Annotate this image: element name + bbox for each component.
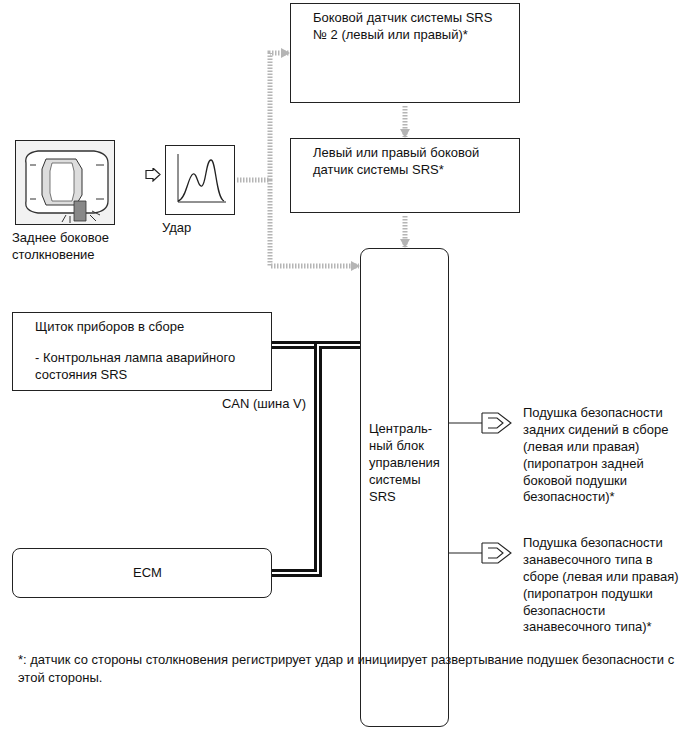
signal-arrow (237, 53, 289, 180)
illustration-ground (16, 141, 114, 224)
squib-connector-symbol (480, 409, 514, 437)
airbag-squib: Подушка безопасности занавесочного типа … (480, 535, 685, 636)
graph-axes (178, 154, 226, 202)
connector (405, 106, 406, 137)
wire (449, 552, 482, 553)
can-bus-line (272, 345, 360, 573)
connector (449, 423, 482, 424)
graph-curve (178, 160, 224, 201)
impact-object (74, 201, 86, 221)
signal-arrow (403, 216, 408, 247)
car-body (26, 151, 108, 213)
process-box: Боковой датчик системы SRS № 2 (левый ил… (290, 3, 520, 103)
collision-illustration: Заднее боковое столкновение (15, 140, 115, 225)
car-illustration (16, 141, 114, 224)
node-text: Подушка безопасности задних сидений в сб… (523, 405, 685, 506)
process-box: Щиток приборов в сборе - Контрольная ламп… (12, 312, 272, 391)
connector (449, 553, 482, 554)
signal-arrow (403, 106, 408, 137)
airbag-squib: Подушка безопасности задних сидений в сб… (480, 405, 685, 506)
squib-connector-symbol (480, 539, 514, 567)
process-box: Левый или правый боковой датчик системы … (290, 138, 520, 213)
node-text: Щиток приборов в сборе (35, 319, 259, 336)
connector (237, 53, 289, 180)
car-lights (30, 165, 104, 199)
node-text: Подушка безопасности занавесочного типа … (523, 535, 685, 636)
impact-marks (62, 211, 100, 223)
connector (119, 174, 159, 175)
bus-label: CAN (шина V) (220, 396, 308, 412)
impact-graph (166, 146, 234, 214)
node-text: Удар (162, 220, 278, 237)
wire (449, 422, 482, 423)
can-bus-line (272, 345, 360, 573)
ecm-box: ECM (12, 548, 272, 598)
squib-outline (482, 413, 511, 433)
node-text: - Контрольная лампа аварийного состояния… (35, 350, 259, 384)
node-text: Централь- ный блок управления системы SR… (369, 421, 444, 505)
node-text: Боковой датчик системы SRS № 2 (левый ил… (313, 10, 507, 44)
car-roof (50, 163, 74, 201)
flow-arrow (119, 174, 159, 175)
footnote: *: датчик со стороны столкновения регист… (18, 651, 678, 686)
squib-outline (482, 543, 511, 563)
connector (272, 345, 360, 573)
connector (405, 216, 406, 247)
node-text: Заднее боковое столкновение (12, 230, 128, 264)
impact-graph-box: Удар (165, 145, 235, 215)
car-cabin (42, 159, 82, 205)
node-text: Левый или правый боковой датчик системы … (313, 145, 507, 179)
node-text: ECM (133, 565, 261, 581)
